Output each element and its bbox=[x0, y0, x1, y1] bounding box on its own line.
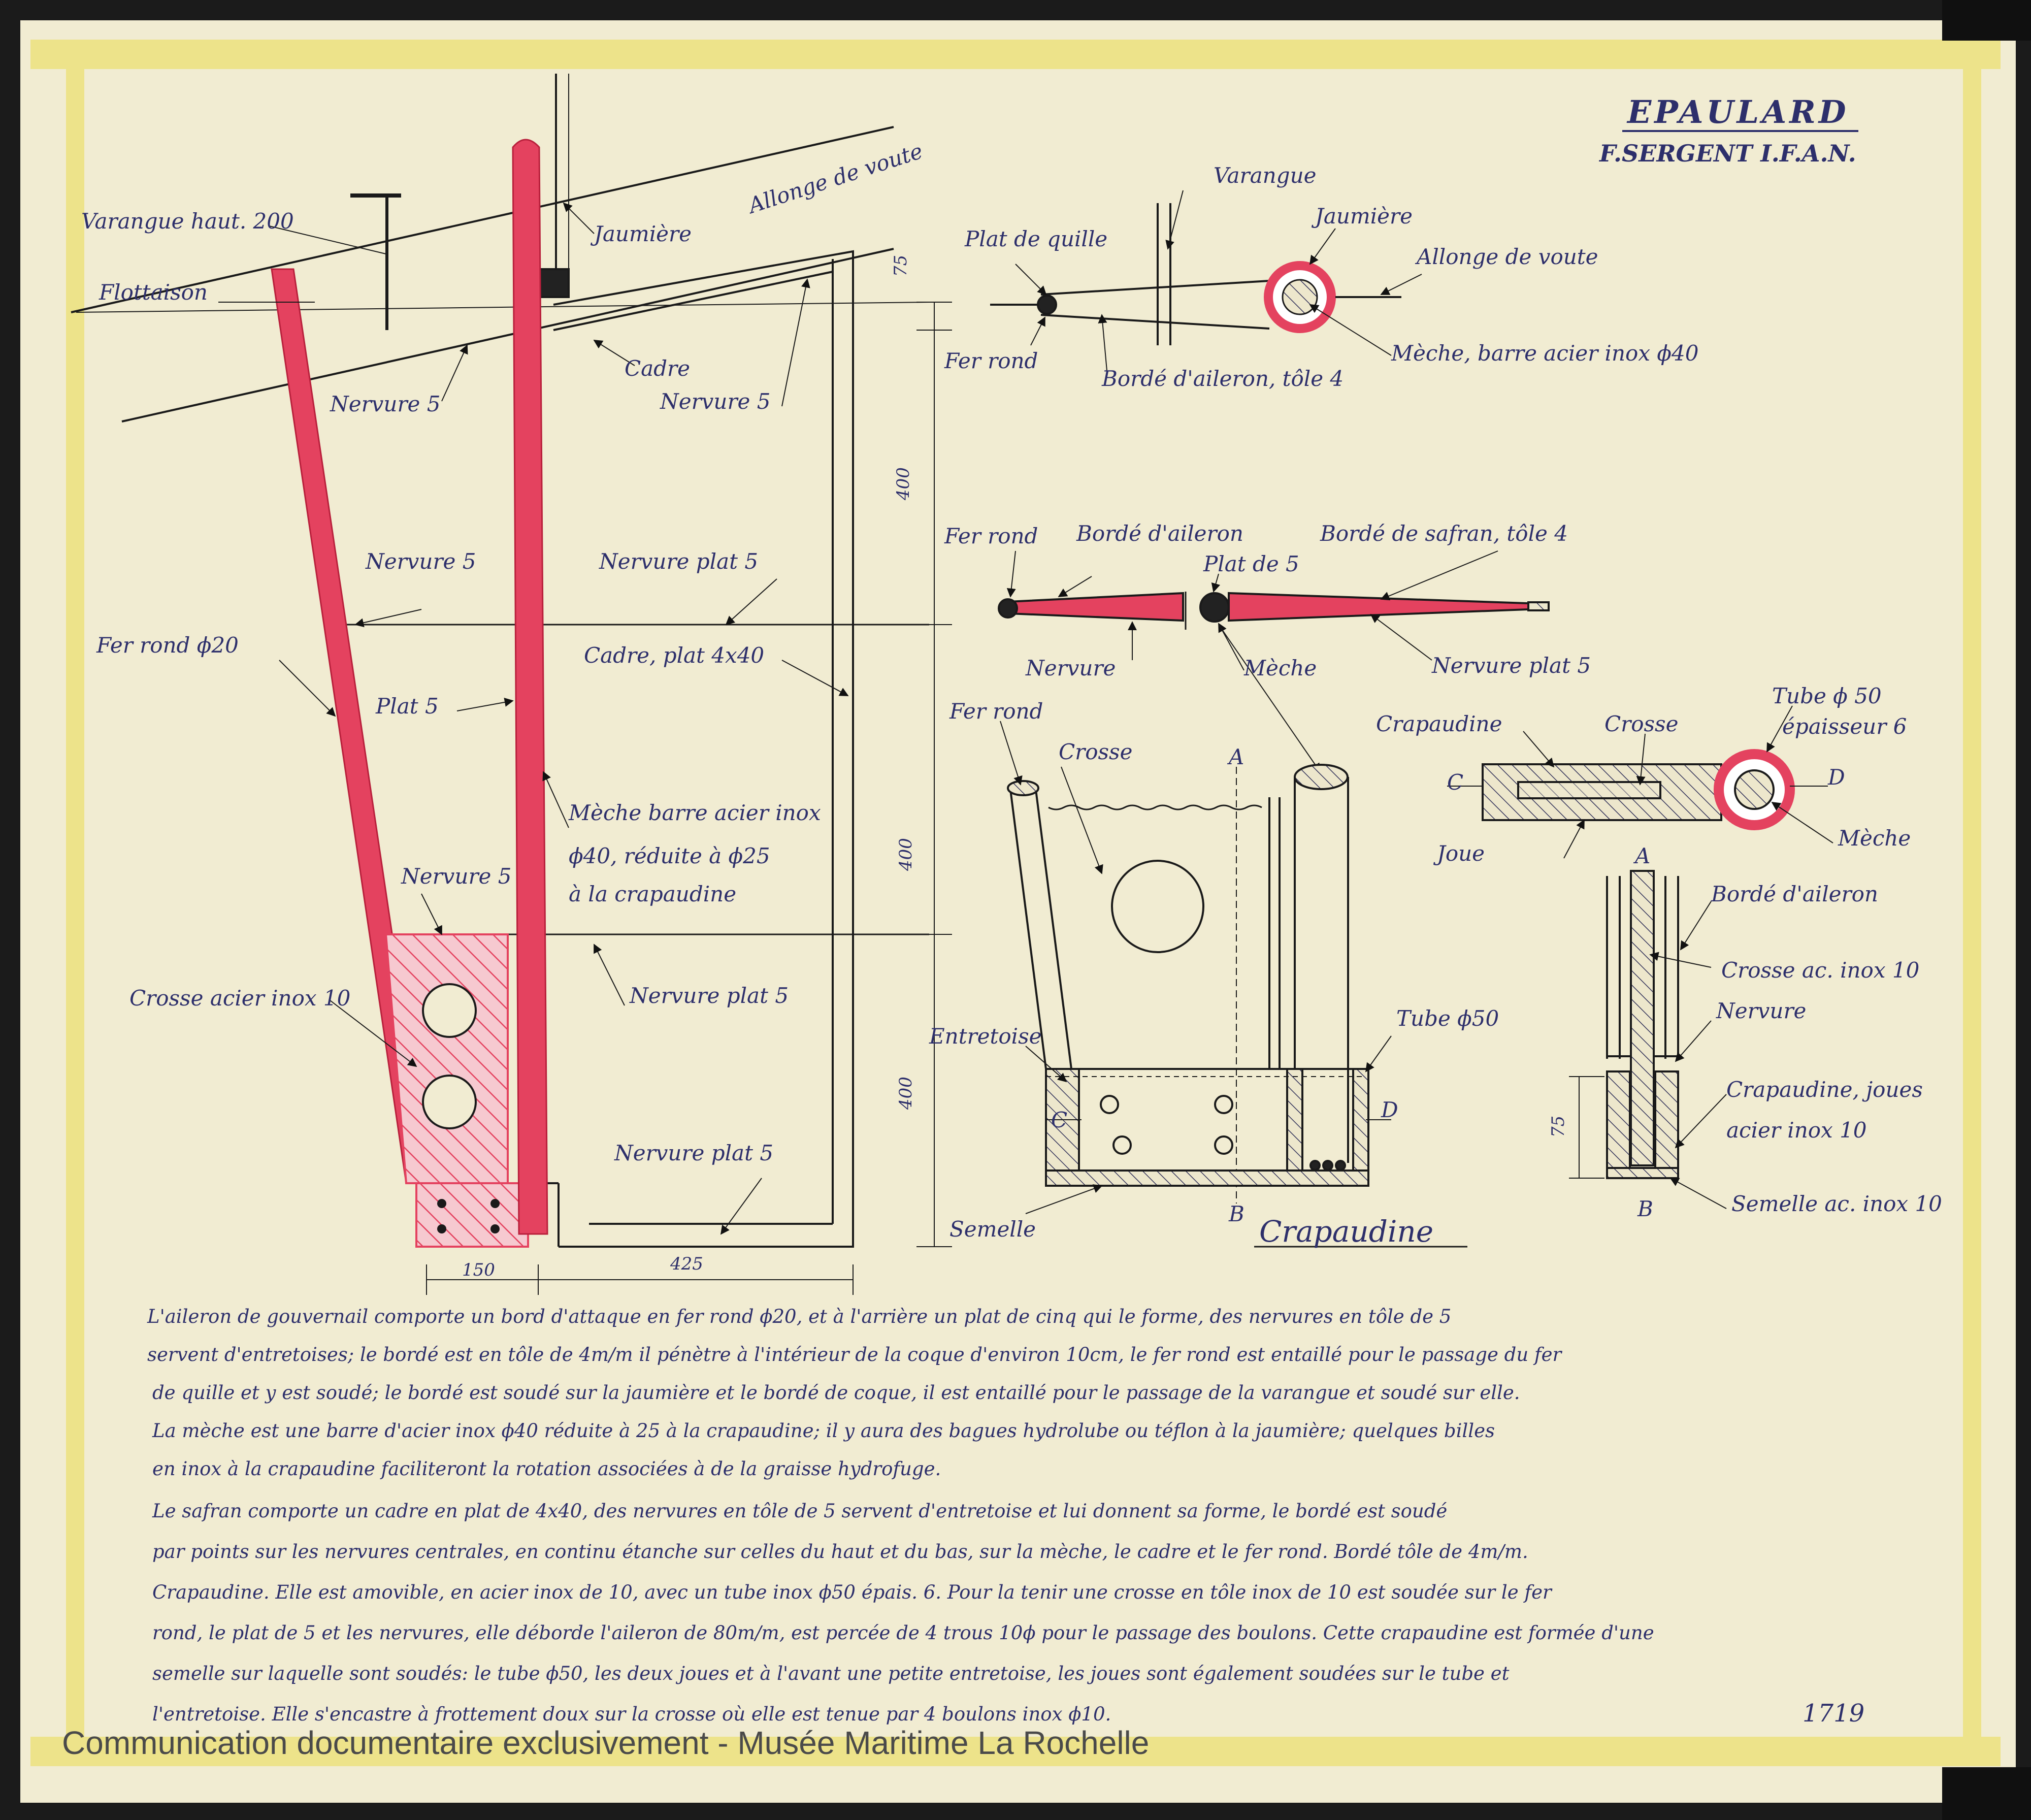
label-cd-c: C bbox=[1447, 770, 1463, 795]
note-line: l'entretoise. Elle s'encastre à frotteme… bbox=[152, 1703, 1111, 1725]
label-nervure-5-c: Nervure 5 bbox=[365, 549, 476, 574]
label-top-fer-rond: Fer rond bbox=[944, 348, 1038, 373]
label-top-meche: Mèche, barre acier inox ϕ40 bbox=[1391, 341, 1698, 366]
section-rudder bbox=[998, 550, 1550, 773]
note-line: Crapaudine. Elle est amovible, en acier … bbox=[152, 1581, 1553, 1603]
label-nervure-5-d: Nervure 5 bbox=[401, 864, 511, 889]
section-cd-labels: Crapaudine Crosse Tube ϕ 50 épaisseur 6 … bbox=[1376, 684, 1911, 866]
label-crap-d: D bbox=[1381, 1097, 1398, 1122]
label-mid-plat5: Plat de 5 bbox=[1203, 551, 1299, 576]
label-cd-joue: Joue bbox=[1433, 841, 1485, 866]
tape-right bbox=[1963, 40, 1981, 1766]
label-flottaison: Flottaison bbox=[99, 280, 208, 305]
note-line: de quille et y est soudé; le bordé est s… bbox=[152, 1382, 1520, 1404]
label-top-plat-quille: Plat de quille bbox=[964, 226, 1107, 251]
tape-bottom bbox=[30, 1737, 2001, 1766]
label-nervure-5-b: Nervure 5 bbox=[660, 389, 770, 414]
label-meche-3: à la crapaudine bbox=[569, 882, 736, 906]
label-plat-5: Plat 5 bbox=[375, 694, 439, 719]
label-ab-semelle: Semelle ac. inox 10 bbox=[1731, 1191, 1942, 1216]
sheet-number: 1719 bbox=[1803, 1699, 1864, 1728]
museum-caption: Communication documentaire exclusivement… bbox=[62, 1725, 1150, 1761]
tape-left bbox=[66, 40, 84, 1766]
label-fer-rond: Fer rond ϕ20 bbox=[96, 633, 239, 658]
label-crap-semelle: Semelle bbox=[949, 1217, 1036, 1242]
label-cd-d: D bbox=[1827, 765, 1845, 790]
label-cd-meche: Mèche bbox=[1838, 826, 1911, 851]
label-nervure-plat-5-c: Nervure plat 5 bbox=[614, 1141, 773, 1165]
label-mid-fer-rond: Fer rond bbox=[944, 524, 1038, 548]
dim-75: 75 bbox=[891, 255, 911, 277]
section-keel-labels: Varangue Plat de quille Jaumière Allonge… bbox=[944, 163, 1698, 391]
dim-400-a: 400 bbox=[893, 467, 913, 501]
label-nervure-plat-5-a: Nervure plat 5 bbox=[599, 549, 758, 574]
label-ab-crosse: Crosse ac. inox 10 bbox=[1721, 958, 1919, 983]
label-ab-crap-1: Crapaudine, joues bbox=[1726, 1077, 1923, 1102]
dim-150: 150 bbox=[462, 1260, 495, 1280]
note-line: La mèche est une barre d'acier inox ϕ40 … bbox=[152, 1420, 1495, 1442]
note-line: semelle sur laquelle sont soudés: le tub… bbox=[152, 1663, 1510, 1684]
label-crap-tube: Tube ϕ50 bbox=[1396, 1006, 1499, 1031]
label-top-borde: Bordé d'aileron, tôle 4 bbox=[1101, 366, 1344, 391]
label-ab-b: B bbox=[1637, 1196, 1653, 1221]
label-mid-nervure-plat: Nervure plat 5 bbox=[1431, 653, 1591, 678]
label-cd-crosse: Crosse bbox=[1604, 711, 1678, 736]
label-top-jaumiere: Jaumière bbox=[1311, 204, 1413, 229]
label-crosse: Crosse acier inox 10 bbox=[129, 986, 350, 1011]
label-meche-2: ϕ40, réduite à ϕ25 bbox=[569, 843, 770, 868]
label-crap-a: A bbox=[1227, 744, 1244, 769]
note-line: L'aileron de gouvernail comporte un bord… bbox=[147, 1306, 1451, 1327]
section-cd bbox=[1447, 705, 1833, 859]
paper bbox=[20, 20, 2016, 1803]
label-nervure-5-a: Nervure 5 bbox=[330, 392, 440, 416]
note-line: rond, le plat de 5 et les nervures, elle… bbox=[152, 1622, 1654, 1644]
drawing-author: F.SERGENT I.F.A.N. bbox=[1598, 140, 1856, 167]
label-top-allonge: Allonge de voute bbox=[1415, 244, 1598, 269]
label-ab-borde: Bordé d'aileron bbox=[1711, 882, 1878, 906]
label-crap-fer-rond: Fer rond bbox=[949, 699, 1043, 724]
dim-400-b: 400 bbox=[896, 838, 916, 871]
label-meche-1: Mèche barre acier inox bbox=[568, 800, 821, 825]
label-cd-tube-2: épaisseur 6 bbox=[1782, 714, 1907, 739]
label-mid-nervure: Nervure bbox=[1025, 656, 1116, 680]
crapaudine-view bbox=[1000, 721, 1467, 1248]
note-line: en inox à la crapaudine faciliteront la … bbox=[152, 1458, 941, 1480]
label-ab-a: A bbox=[1633, 843, 1650, 868]
rudder-elevation bbox=[71, 74, 952, 1295]
label-mid-borde-aileron: Bordé d'aileron bbox=[1076, 521, 1243, 546]
section-ab-labels: A B Bordé d'aileron Crosse ac. inox 10 N… bbox=[1548, 843, 1942, 1221]
label-nervure-plat-5-b: Nervure plat 5 bbox=[629, 983, 789, 1008]
note-line: par points sur les nervures centrales, e… bbox=[152, 1541, 1528, 1563]
label-cadre-plat: Cadre, plat 4x40 bbox=[584, 643, 764, 668]
dim-400-c: 400 bbox=[896, 1077, 916, 1110]
drawing-title: EPAULARD bbox=[1626, 93, 1849, 131]
label-ab-crap-2: acier inox 10 bbox=[1726, 1118, 1867, 1143]
crapaudine-title: Crapaudine bbox=[1259, 1214, 1433, 1249]
label-ab-nervure: Nervure bbox=[1716, 998, 1806, 1023]
label-crap-crosse: Crosse bbox=[1059, 739, 1132, 764]
label-cd-tube-1: Tube ϕ 50 bbox=[1772, 684, 1882, 708]
notes-block: L'aileron de gouvernail comporte un bord… bbox=[147, 1306, 1654, 1725]
note-line: servent d'entretoises; le bordé est en t… bbox=[147, 1344, 1563, 1366]
note-line: Le safran comporte un cadre en plat de 4… bbox=[152, 1500, 1447, 1522]
label-mid-borde-safran: Bordé de safran, tôle 4 bbox=[1320, 521, 1568, 546]
label-crap-c: C bbox=[1051, 1108, 1067, 1132]
label-mid-meche: Mèche bbox=[1243, 656, 1317, 680]
label-ab-75: 75 bbox=[1548, 1116, 1568, 1138]
section-ab bbox=[1569, 870, 1727, 1209]
label-cadre: Cadre bbox=[625, 356, 690, 381]
section-keel bbox=[990, 190, 1422, 371]
dim-425: 425 bbox=[670, 1254, 703, 1274]
label-cd-crapaudine: Crapaudine bbox=[1376, 711, 1502, 736]
label-crap-entretoise: Entretoise bbox=[929, 1024, 1042, 1049]
tape-top bbox=[30, 40, 2001, 69]
label-top-varangue: Varangue bbox=[1214, 163, 1316, 188]
label-varangue: Varangue haut. 200 bbox=[81, 209, 294, 234]
label-crap-b: B bbox=[1228, 1201, 1244, 1226]
label-jaumiere: Jaumière bbox=[590, 221, 692, 246]
crapaudine-labels: Fer rond Crosse A B C D Entretoise Tube … bbox=[929, 699, 1499, 1249]
section-rudder-labels: Fer rond Bordé d'aileron Bordé de safran… bbox=[944, 521, 1591, 680]
